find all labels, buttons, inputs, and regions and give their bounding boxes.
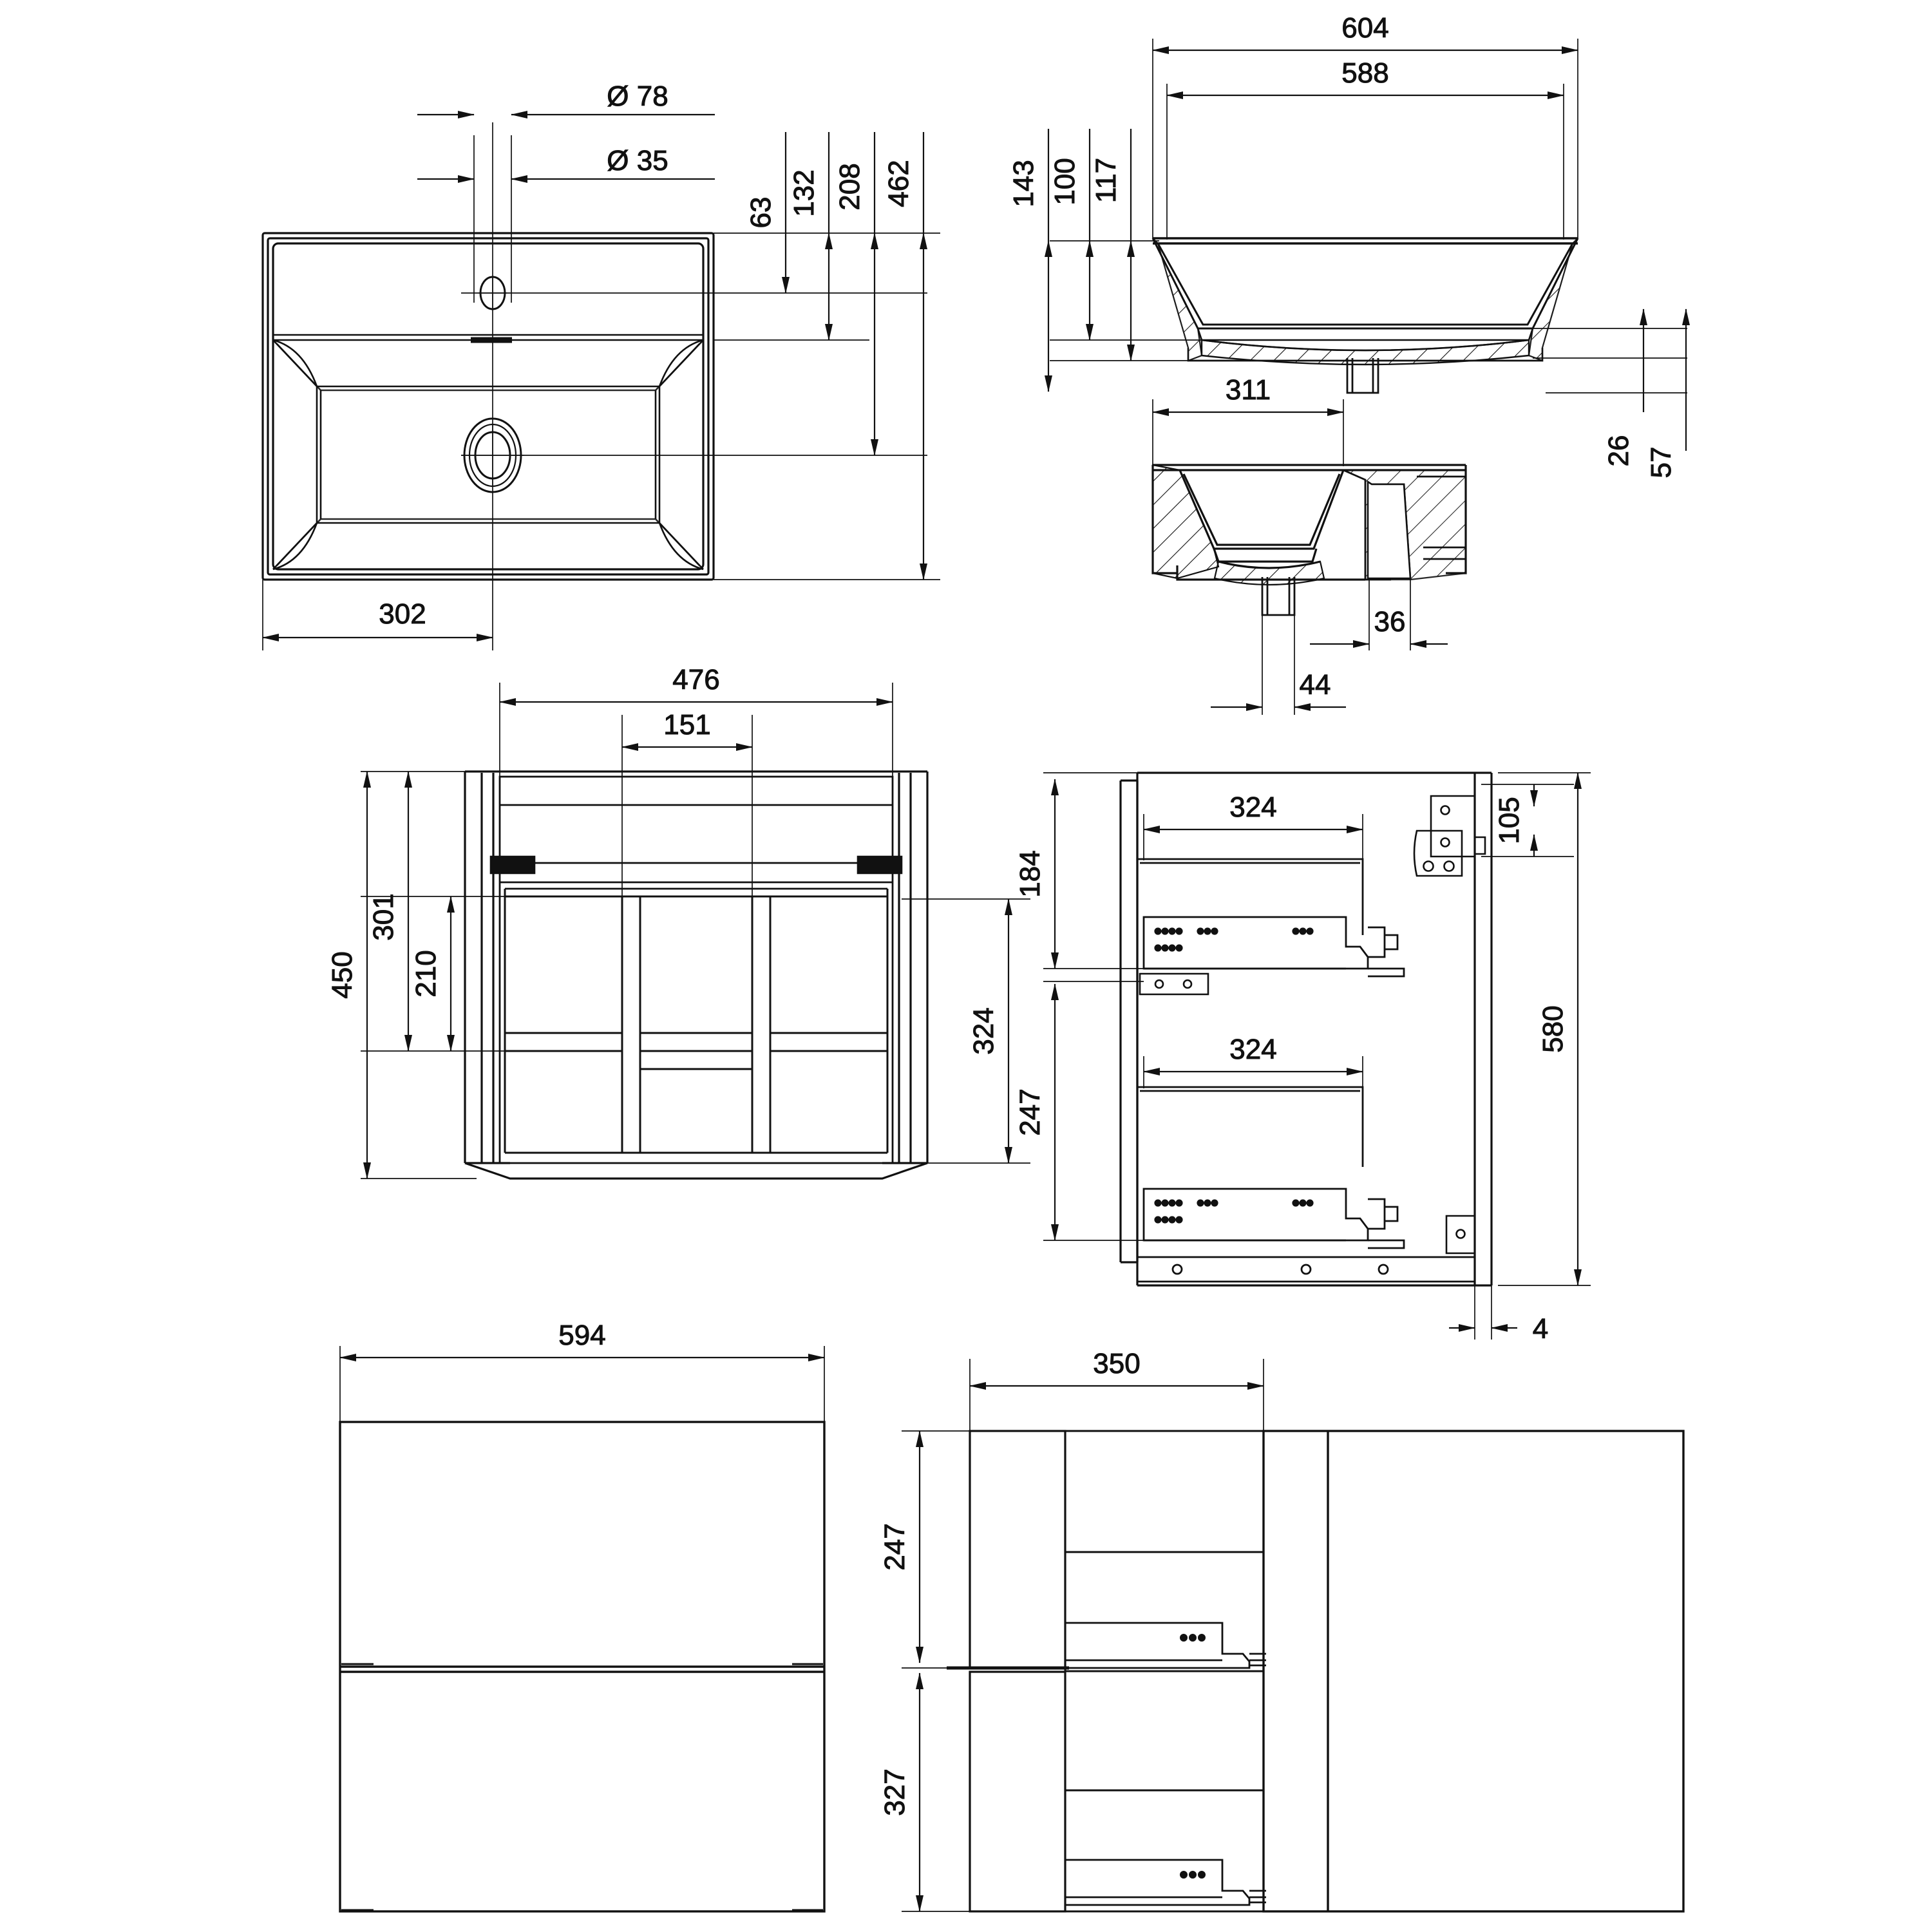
dim-label-302: 302	[379, 598, 426, 630]
view-basin-front: 604 588 143 100 117 26	[1008, 12, 1690, 478]
dimension-594: 594	[339, 1320, 825, 1361]
dim-label-247-elevation: 247	[879, 1523, 911, 1570]
dimension-100: 100	[1049, 129, 1094, 341]
dimension-580: 580	[1537, 772, 1582, 1286]
dimension-117: 117	[1090, 129, 1135, 361]
dimension-450: 450	[327, 771, 371, 1179]
dim-label-151: 151	[663, 709, 710, 741]
dimension-132: 132	[788, 132, 833, 341]
dimension-247-elevation: 247	[879, 1430, 923, 1663]
dimension-184: 184	[1014, 779, 1059, 969]
view-basin-side: 311 36 44	[1151, 374, 1467, 715]
view-basin-top: Ø 78 Ø 35 63 132 208 462	[261, 80, 940, 650]
dimension-324-front: 324	[968, 898, 1012, 1164]
dim-label-117: 117	[1090, 158, 1122, 203]
dimension-57: 57	[1645, 308, 1690, 478]
view-cabinet-elevation: 594	[339, 1320, 826, 1913]
view-cabinet-section: 184 247 324 324 105 580	[1014, 772, 1591, 1345]
dimension-302: 302	[262, 598, 493, 641]
dimension-588: 588	[1166, 57, 1564, 99]
dim-label-105: 105	[1493, 797, 1525, 844]
dim-label-450: 450	[327, 951, 358, 998]
dim-label-44: 44	[1300, 669, 1331, 701]
dimension-dia78: Ø 78	[417, 80, 715, 118]
dimension-350: 350	[969, 1348, 1264, 1390]
dim-label-604: 604	[1341, 12, 1388, 44]
dim-label-324-b: 324	[1229, 1034, 1276, 1065]
dim-label-210: 210	[410, 950, 442, 997]
dim-label-580: 580	[1537, 1005, 1569, 1052]
dim-label-311: 311	[1226, 374, 1271, 406]
dimension-26: 26	[1603, 308, 1647, 467]
view-cabinet-side-elevation: 350 247 327	[879, 1348, 1685, 1913]
dim-label-63: 63	[745, 197, 777, 229]
dim-label-350: 350	[1093, 1348, 1140, 1379]
dim-label-132: 132	[788, 169, 820, 216]
dimension-151: 151	[621, 709, 753, 751]
dimension-301: 301	[368, 771, 412, 1052]
dimension-143: 143	[1008, 129, 1052, 392]
dimension-105: 105	[1493, 784, 1538, 857]
dim-label-dia78: Ø 78	[607, 80, 668, 112]
dim-label-100: 100	[1049, 158, 1081, 205]
dim-label-301: 301	[368, 893, 399, 940]
dim-label-184: 184	[1014, 850, 1046, 897]
dimension-327: 327	[879, 1672, 923, 1912]
dim-label-26: 26	[1603, 435, 1634, 467]
dimension-324-b: 324	[1143, 1034, 1363, 1075]
dim-label-462: 462	[883, 160, 914, 207]
dim-label-588: 588	[1341, 57, 1388, 89]
dimension-247-section: 247	[1014, 983, 1059, 1241]
dim-label-476: 476	[672, 664, 719, 696]
dimension-36: 36	[1310, 606, 1448, 648]
dim-label-327: 327	[879, 1768, 911, 1815]
dimension-324-a: 324	[1143, 791, 1363, 833]
dim-label-4: 4	[1533, 1313, 1548, 1345]
view-cabinet-front: 476 151 450 301 210 324	[327, 664, 1030, 1180]
dim-label-dia35: Ø 35	[607, 145, 668, 176]
dimension-462: 462	[883, 132, 927, 580]
dim-label-324-front: 324	[968, 1007, 999, 1054]
dimension-476: 476	[499, 664, 893, 706]
dim-label-57: 57	[1645, 447, 1677, 478]
dimension-63: 63	[745, 132, 790, 294]
dim-label-143: 143	[1008, 160, 1039, 207]
dim-label-324-a: 324	[1229, 791, 1276, 823]
dimension-311: 311	[1152, 374, 1344, 416]
dimension-4: 4	[1449, 1313, 1549, 1345]
dim-label-36: 36	[1374, 606, 1406, 638]
dimension-210: 210	[410, 896, 455, 1052]
dim-label-247-section: 247	[1014, 1088, 1046, 1135]
dimension-44: 44	[1211, 669, 1346, 711]
dim-label-594: 594	[558, 1320, 605, 1351]
dimension-604: 604	[1152, 12, 1578, 54]
dimension-208: 208	[834, 132, 878, 456]
dim-label-208: 208	[834, 163, 866, 210]
dimension-dia35: Ø 35	[417, 145, 715, 183]
